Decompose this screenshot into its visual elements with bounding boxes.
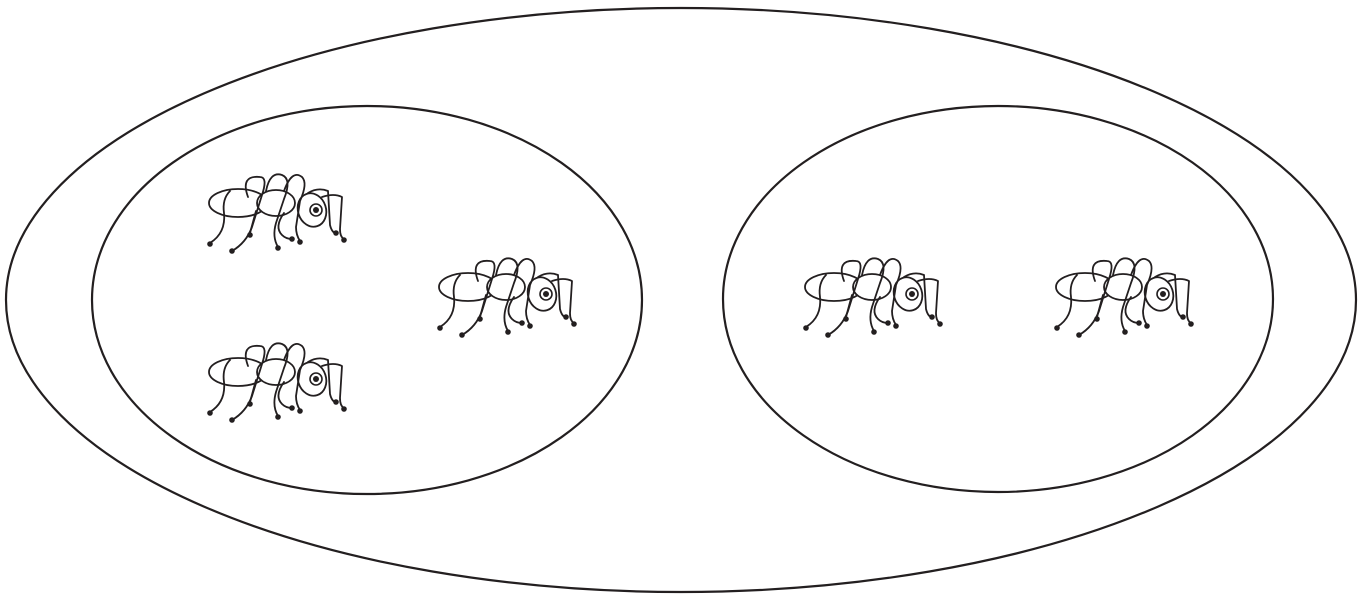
ant-icon — [207, 343, 347, 422]
right-subset-ellipse — [723, 106, 1273, 492]
ant-icon — [207, 174, 347, 253]
ant-icon — [437, 258, 577, 337]
ant-icon — [1054, 258, 1194, 337]
ant-icon — [803, 258, 943, 337]
